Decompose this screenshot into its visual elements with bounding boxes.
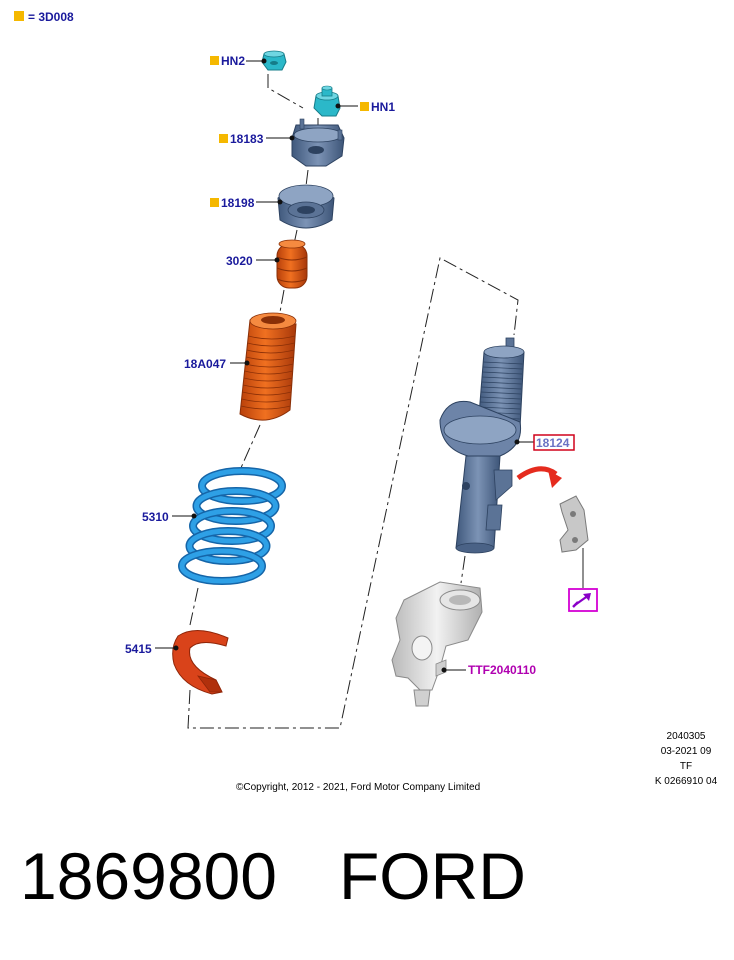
callout-18124[interactable]: 18124 xyxy=(536,436,570,450)
leader-lines xyxy=(155,58,534,673)
marker-18183 xyxy=(219,134,228,143)
legend: = 3D008 xyxy=(14,10,74,24)
reference-line-4: K 0266910 04 xyxy=(654,776,718,787)
callout-hn1[interactable]: HN1 xyxy=(371,100,395,114)
legend-marker xyxy=(14,11,24,21)
top-mount-18183-part xyxy=(291,118,345,167)
reference-line-2: 03-2021 09 xyxy=(660,746,712,757)
callout-3020[interactable]: 3020 xyxy=(226,254,253,268)
copyright-text: ©Copyright, 2012 - 2021, Ford Motor Comp… xyxy=(236,782,481,793)
reference-block: 2040305 03-2021 09 TF K 0266910 04 xyxy=(646,729,726,789)
callout-18183[interactable]: 18183 xyxy=(230,132,264,146)
callout-18198[interactable]: 18198 xyxy=(221,196,255,210)
callout-hn2[interactable]: HN2 xyxy=(221,54,245,68)
callout-5415[interactable]: 5415 xyxy=(125,642,152,656)
brand-name: FORD xyxy=(338,839,526,913)
legend-text: = 3D008 xyxy=(28,10,74,24)
detail-link-icon[interactable] xyxy=(568,588,598,612)
steering-knuckle-part xyxy=(391,581,483,707)
nut-hn2-part xyxy=(261,50,287,71)
callout-ttf2040110[interactable]: TTF2040110 xyxy=(468,663,536,677)
nut-hn1-part xyxy=(313,85,341,117)
coil-spring-5310-part xyxy=(178,467,286,585)
highlight-box-18124 xyxy=(533,434,575,451)
reference-line-3: TF xyxy=(679,761,693,772)
callout-18a047[interactable]: 18A047 xyxy=(184,357,226,371)
strut-assembly-18124-part xyxy=(439,337,525,554)
dust-boot-18a047-part xyxy=(239,312,297,421)
reference-line-1: 2040305 xyxy=(666,731,706,742)
callout-labels: HN2 HN1 18183 18198 3020 18A047 5310 541… xyxy=(125,54,598,677)
marker-18198 xyxy=(210,198,219,207)
spring-isolator-5415-part xyxy=(172,630,229,695)
direction-arrow-icon xyxy=(516,466,562,488)
caption: 1869800 FORD xyxy=(20,838,526,914)
bracket-part xyxy=(559,495,589,588)
exploded-parts-diagram: = 3D008 xyxy=(14,10,598,729)
bearing-18198-part xyxy=(277,184,335,229)
marker-hn1 xyxy=(360,102,369,111)
part-number: 1869800 xyxy=(20,839,277,913)
callout-5310[interactable]: 5310 xyxy=(142,510,169,524)
marker-hn2 xyxy=(210,56,219,65)
bump-stop-3020-part xyxy=(276,239,308,289)
